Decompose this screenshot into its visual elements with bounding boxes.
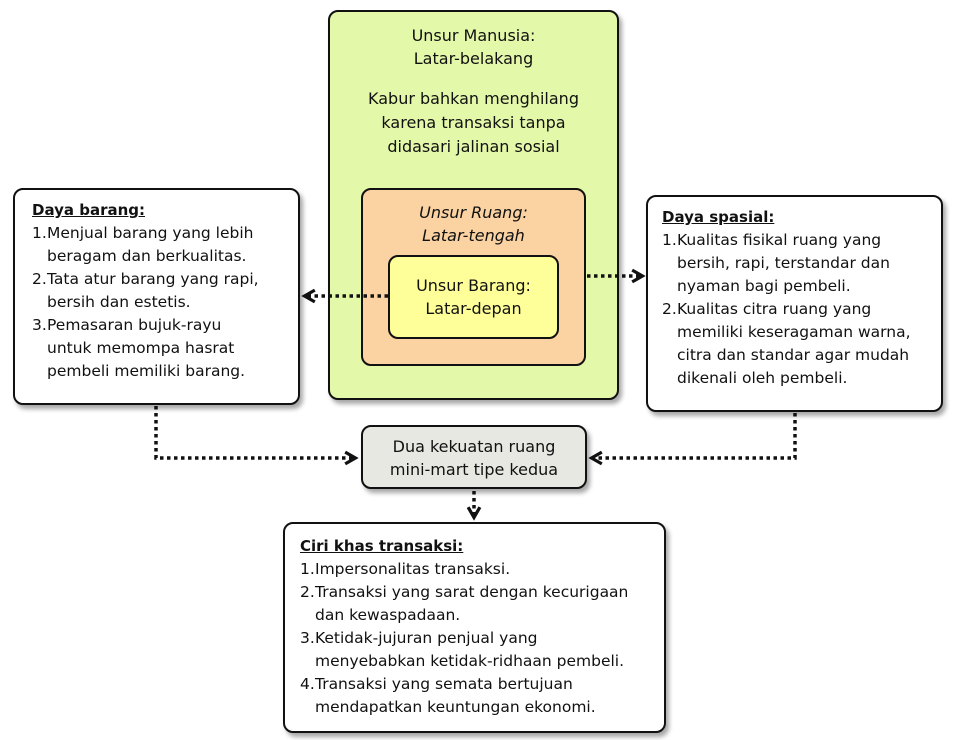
item-line: pembeli memiliki barang. — [47, 362, 246, 380]
arrow-daya-spasial-to-center — [593, 413, 797, 458]
list-item: 2. Kualitas citra ruang yang memiliki ke… — [662, 298, 933, 390]
daya-barang-box: Daya barang: 1. Menjual barang yang lebi… — [13, 188, 300, 405]
arrow-daya-barang-to-center — [154, 406, 354, 458]
dua-kekuatan-line: Dua kekuatan ruang — [392, 437, 556, 456]
item-line: beragam dan berkualitas. — [47, 247, 247, 265]
unsur-barang-title: Unsur Barang: — [416, 276, 531, 295]
daya-spasial-heading: Daya spasial: — [662, 208, 775, 226]
unsur-manusia-description: Kabur bahkan menghilang karena transaksi… — [330, 87, 617, 159]
item-line: Tata atur barang yang rapi, — [47, 270, 259, 288]
item-line: citra dan standar agar mudah — [677, 346, 910, 364]
item-line: untuk memompa hasrat — [47, 339, 235, 357]
dua-kekuatan-line: mini-mart tipe kedua — [389, 460, 559, 479]
item-line: menyebabkan ketidak-ridhaan pembeli. — [315, 652, 625, 670]
item-line: nyaman bagi pembeli. — [677, 277, 851, 295]
list-item: 1. Menjual barang yang lebih beragam dan… — [32, 222, 290, 268]
daya-spasial-list: 1. Kualitas fisikal ruang yang bersih, r… — [662, 229, 933, 390]
item-line: dikenali oleh pembeli. — [677, 369, 848, 387]
item-number: 4. — [300, 675, 315, 693]
item-line: bersih, rapi, terstandar dan — [677, 254, 890, 272]
daya-barang-list: 1. Menjual barang yang lebih beragam dan… — [32, 222, 290, 383]
item-number: 3. — [32, 316, 47, 334]
daya-barang-heading: Daya barang: — [32, 201, 146, 219]
list-item: 1. Kualitas fisikal ruang yang bersih, r… — [662, 229, 933, 298]
item-line: memiliki keseragaman warna, — [677, 323, 911, 341]
list-item: 2. Transaksi yang sarat dengan kecurigaa… — [300, 581, 656, 627]
list-item: 3. Ketidak-jujuran penjual yang menyebab… — [300, 627, 656, 673]
item-line: Kualitas citra ruang yang — [677, 300, 872, 318]
item-line: Transaksi yang semata bertujuan — [315, 675, 573, 693]
ciri-khas-heading: Ciri khas transaksi: — [300, 537, 464, 555]
dua-kekuatan-box: Dua kekuatan ruang mini-mart tipe kedua — [361, 425, 587, 489]
ciri-khas-box: Ciri khas transaksi: 1. Impersonalitas t… — [283, 522, 666, 733]
unsur-manusia-title: Unsur Manusia: — [411, 26, 536, 45]
description-line: Kabur bahkan menghilang — [368, 89, 579, 108]
item-number: 2. — [662, 300, 677, 318]
unsur-manusia-subtitle: Latar-belakang — [413, 49, 534, 68]
item-line: Kualitas fisikal ruang yang — [677, 231, 882, 249]
unsur-barang-box: Unsur Barang: Latar-depan — [388, 255, 559, 339]
unsur-ruang-subtitle: Latar-tengah — [422, 226, 525, 245]
item-number: 2. — [32, 270, 47, 288]
list-item: 4. Transaksi yang semata bertujuan menda… — [300, 673, 656, 719]
item-line: Transaksi yang sarat dengan kecurigaan — [315, 583, 629, 601]
item-number: 3. — [300, 629, 315, 647]
item-number: 2. — [300, 583, 315, 601]
item-line: Ketidak-jujuran penjual yang — [315, 629, 538, 647]
ciri-khas-list: 1. Impersonalitas transaksi. 2. Transaks… — [300, 558, 656, 719]
item-line: Impersonalitas transaksi. — [315, 560, 511, 578]
item-line: Menjual barang yang lebih — [47, 224, 254, 242]
item-number: 1. — [32, 224, 47, 242]
list-item: 3. Pemasaran bujuk-rayu untuk memompa ha… — [32, 314, 290, 383]
unsur-barang-subtitle: Latar-depan — [425, 299, 522, 318]
unsur-ruang-title: Unsur Ruang: — [419, 203, 528, 222]
item-number: 1. — [300, 560, 315, 578]
list-item: 1. Impersonalitas transaksi. — [300, 558, 656, 581]
list-item: 2. Tata atur barang yang rapi, bersih da… — [32, 268, 290, 314]
description-line: didasari jalinan sosial — [387, 137, 560, 156]
description-line: karena transaksi tanpa — [381, 113, 566, 132]
item-line: mendapatkan keuntungan ekonomi. — [315, 698, 596, 716]
item-number: 1. — [662, 231, 677, 249]
item-line: bersih dan estetis. — [47, 293, 191, 311]
item-line: Pemasaran bujuk-rayu — [47, 316, 222, 334]
daya-spasial-box: Daya spasial: 1. Kualitas fisikal ruang … — [646, 195, 943, 412]
item-line: dan kewaspadaan. — [315, 606, 461, 624]
